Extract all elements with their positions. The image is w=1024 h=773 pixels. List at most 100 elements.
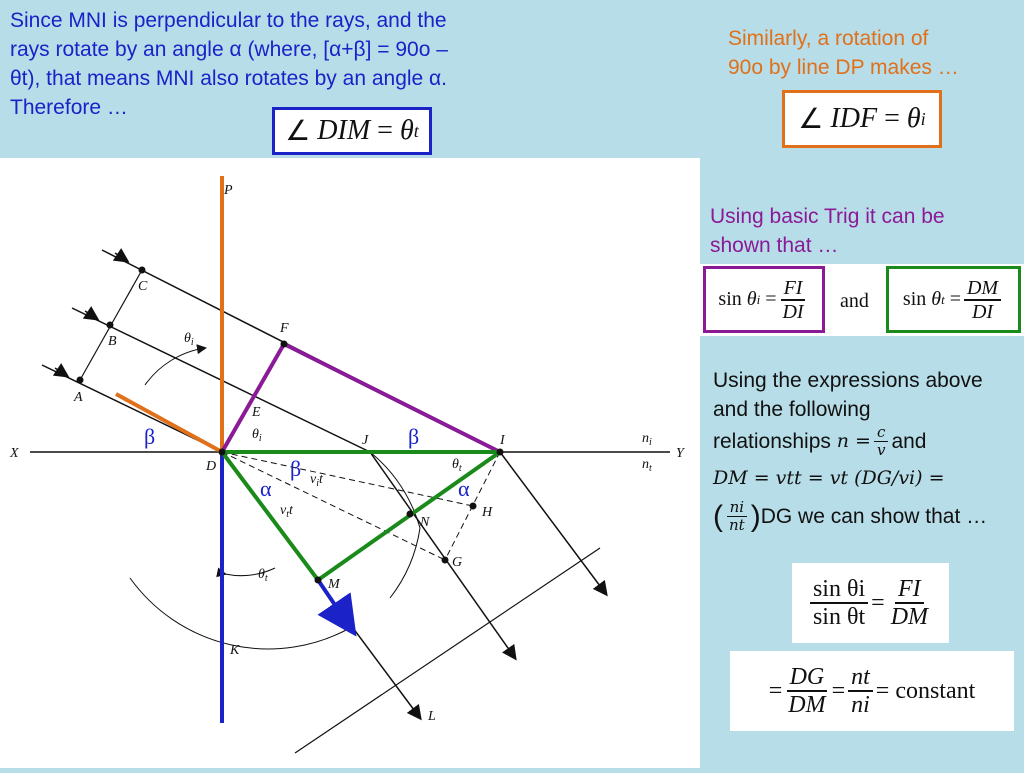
ratio-right-fraction: FI DM [888, 576, 931, 631]
sin-t-den: DI [971, 300, 994, 323]
expr-relationships: relationships [713, 429, 831, 453]
eq-dim-lhs: DIM [317, 115, 371, 146]
dashed-dh [221, 451, 474, 507]
expressions-paragraph: Using the expressions above and the foll… [713, 366, 1018, 533]
const-fraction-2: nt ni [848, 664, 873, 719]
expr-v: v [876, 440, 886, 459]
sin-i-fraction: FI DI [779, 277, 806, 323]
expr-paren-close: ) [750, 499, 761, 533]
equation-ratio: sin θi sin θt = FI DM [792, 563, 949, 643]
rotation-paragraph: Similarly, a rotation of 90o by line DP … [728, 24, 1008, 82]
expr-n-eq: n = [836, 429, 871, 452]
expr-line-1: Using the expressions above [713, 369, 983, 392]
sin-t-eq: = [949, 288, 961, 310]
const-den-1: DM [788, 692, 826, 718]
expr-line-3: relationships n = c v and [713, 424, 1018, 458]
rotation-line-1: Similarly, a rotation of [728, 27, 929, 50]
beta-right: β [290, 456, 301, 481]
sin-t-theta: θ [931, 288, 942, 310]
sin-t-num: DM [963, 277, 1002, 301]
label-nt: nt [642, 457, 652, 474]
point-a [76, 376, 84, 384]
label-nt-n: n [642, 457, 649, 472]
beta-mid: β [408, 424, 419, 449]
intro-paragraph: Since MNI is perpendicular to the rays, … [10, 6, 510, 122]
sin-i-num: FI [780, 277, 806, 301]
label-k: K [229, 643, 240, 658]
label-f: F [279, 321, 289, 336]
const-eq-3: = constant [875, 677, 976, 704]
label-l: L [427, 709, 436, 724]
expr-ni-nt: ni nt [726, 499, 748, 533]
const-num-2: nt [848, 664, 873, 692]
intro-line-2: rays rotate by an angle α (where, [α+β] … [10, 38, 448, 61]
eq-idf-lhs: IDF [830, 103, 878, 134]
alpha-right: α [458, 476, 470, 501]
dashed-dg [221, 451, 446, 561]
label-b: B [108, 334, 117, 349]
arc-theta-i [144, 344, 207, 386]
expr-line-4: DM = vtt = vt (DG/vi) = [713, 467, 945, 489]
rotation-line-2: 90o by line DP makes … [728, 56, 959, 79]
blue-ml [316, 578, 357, 637]
sin-t-fraction: DM DI [963, 277, 1002, 323]
intro-line-1: Since MNI is perpendicular to the rays, … [10, 9, 447, 32]
point-f [280, 340, 288, 348]
sin-i-eq: = [765, 288, 777, 310]
const-eq-1: = [768, 677, 783, 704]
arc-theta-t [216, 567, 276, 578]
label-ni: ni [642, 431, 652, 448]
label-c: C [138, 279, 148, 294]
point-c [138, 266, 146, 274]
eq-dim-equals: = [377, 115, 393, 146]
expr-line-5: ( ni nt ) DG we can show that … [713, 499, 1018, 533]
label-vit: vit [310, 472, 324, 489]
label-ni-n: n [642, 431, 649, 446]
expr-c: c [873, 424, 889, 442]
const-eq-2: = [831, 677, 846, 704]
sin-t-sin: sin [902, 288, 927, 310]
label-theta-i-mid: θi [252, 427, 262, 444]
expr-paren-open: ( [713, 499, 723, 533]
ray-arrow-b [82, 306, 100, 321]
const-den-2: ni [851, 692, 870, 718]
label-e: E [251, 405, 261, 420]
trig-line-1: Using basic Trig it can be [710, 205, 945, 228]
const-fraction-1: DG DM [785, 664, 828, 719]
eq-idf-angle: ∠ [798, 104, 824, 135]
intro-line-4: Therefore … [10, 96, 128, 119]
point-m [314, 576, 322, 584]
arc-vit [369, 451, 421, 599]
eq-dim-sub: t [413, 120, 419, 141]
orange-segment [115, 392, 223, 454]
expr-line-5-text: DG we can show that … [760, 504, 988, 528]
eq-dim-angle: ∠ [285, 116, 311, 147]
diagram-points [76, 266, 504, 584]
point-b [106, 321, 114, 329]
ray-arrow-a [52, 363, 70, 378]
expr-and: and [891, 429, 927, 453]
label-h: H [481, 505, 493, 520]
lower-wavefront [294, 547, 601, 754]
purple-path-dfi [220, 341, 501, 454]
label-n: N [419, 515, 430, 530]
transmitted-ray-i [499, 451, 608, 597]
label-g: G [452, 555, 462, 570]
ratio-right-den: DM [890, 604, 929, 630]
trig-and: and [840, 290, 869, 312]
refraction-diagram: P C B A F E X Y D J I N H G M K L ni nt … [0, 158, 700, 768]
ray-arrow-c [112, 248, 130, 263]
eq-dim-theta: θ [399, 115, 414, 146]
label-d: D [205, 459, 216, 474]
label-vtt: vtt [280, 503, 294, 520]
label-theta-i-top: θi [184, 331, 194, 348]
beta-left: β [144, 424, 155, 449]
sin-i-den: DI [782, 300, 804, 323]
label-nt-sub: t [649, 463, 652, 474]
point-h [469, 502, 477, 510]
sin-i-theta: θ [746, 288, 757, 310]
label-a: A [73, 390, 83, 405]
